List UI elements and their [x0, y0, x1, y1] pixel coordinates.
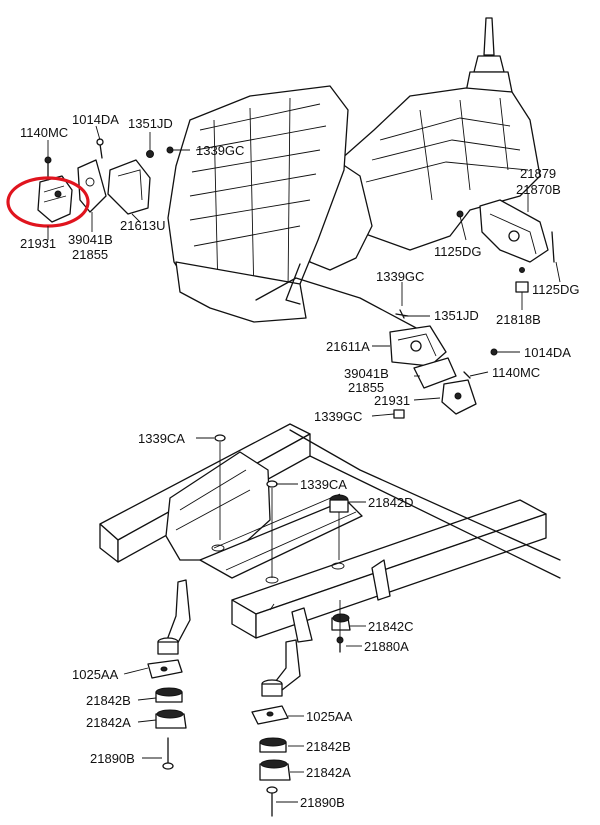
nut-21818b — [515, 281, 529, 293]
label-21890b-left: 21890B — [90, 751, 135, 766]
label-1014da-mid: 1014DA — [524, 345, 571, 360]
label-21818b: 21818B — [496, 312, 541, 327]
label-39041b-mid: 39041B — [344, 366, 389, 381]
label-21842a-left: 21842A — [86, 715, 131, 730]
chassis-frame — [99, 423, 561, 643]
engine-mount-left-group — [6, 138, 174, 228]
label-21931-mid: 21931 — [374, 393, 410, 408]
leader-lines — [47, 125, 561, 803]
label-1140mc-mid: 1140MC — [492, 365, 540, 380]
part-labels: 1140MC 1014DA 1351JD 1339GC 21931 39041B… — [20, 112, 579, 810]
label-1025aa-left: 1025AA — [72, 667, 119, 682]
bracket-21613u — [107, 159, 151, 215]
label-21842b-right: 21842B — [306, 739, 351, 754]
label-1339ca-left: 1339CA — [138, 431, 185, 446]
label-21842a-right: 21842A — [306, 765, 351, 780]
label-21870b: 21870B — [516, 182, 561, 197]
label-21613u: 21613U — [120, 218, 166, 233]
label-21931-top: 21931 — [20, 236, 56, 251]
label-1351jd-mid: 1351JD — [434, 308, 479, 323]
label-1351jd-top: 1351JD — [128, 116, 173, 131]
engine-mount-right-group — [389, 309, 498, 419]
label-1339gc-mid: 1339GC — [376, 269, 424, 284]
transmission-mount-right-group — [456, 199, 555, 293]
label-21890b-right: 21890B — [300, 795, 345, 810]
label-21855-mid: 21855 — [348, 380, 384, 395]
bracket-39041b-left — [77, 159, 107, 213]
label-1339ca-right: 1339CA — [300, 477, 347, 492]
frame-mounts-right — [214, 434, 351, 653]
label-1125dg-right: 1125DG — [532, 282, 579, 297]
label-21879: 21879 — [520, 166, 556, 181]
mount-stack-left — [147, 637, 187, 770]
label-21880a: 21880A — [364, 639, 409, 654]
label-21611a: 21611A — [326, 339, 370, 354]
mount-stack-right — [251, 679, 291, 817]
label-1014da-top: 1014DA — [72, 112, 119, 127]
shift-boot — [473, 55, 505, 73]
label-1025aa-right: 1025AA — [306, 709, 353, 724]
label-1339gc-low: 1339GC — [314, 409, 362, 424]
label-21842b-left: 21842B — [86, 693, 131, 708]
label-21842c: 21842C — [368, 619, 414, 634]
label-1339gc-top: 1339GC — [196, 143, 244, 158]
oil-pan — [175, 261, 307, 323]
center-crossmember — [199, 499, 363, 579]
engine-transmission-assembly — [167, 17, 541, 331]
label-21842d: 21842D — [368, 495, 414, 510]
label-21855-top: 21855 — [72, 247, 108, 262]
cushion-21842d — [329, 499, 349, 513]
label-39041b-top: 39041B — [68, 232, 113, 247]
bracket-39041b-right — [413, 357, 457, 389]
label-1140mc-top: 1140MC — [20, 125, 68, 140]
label-1125dg-left: 1125DG — [434, 244, 481, 259]
shift-lever — [483, 17, 495, 56]
